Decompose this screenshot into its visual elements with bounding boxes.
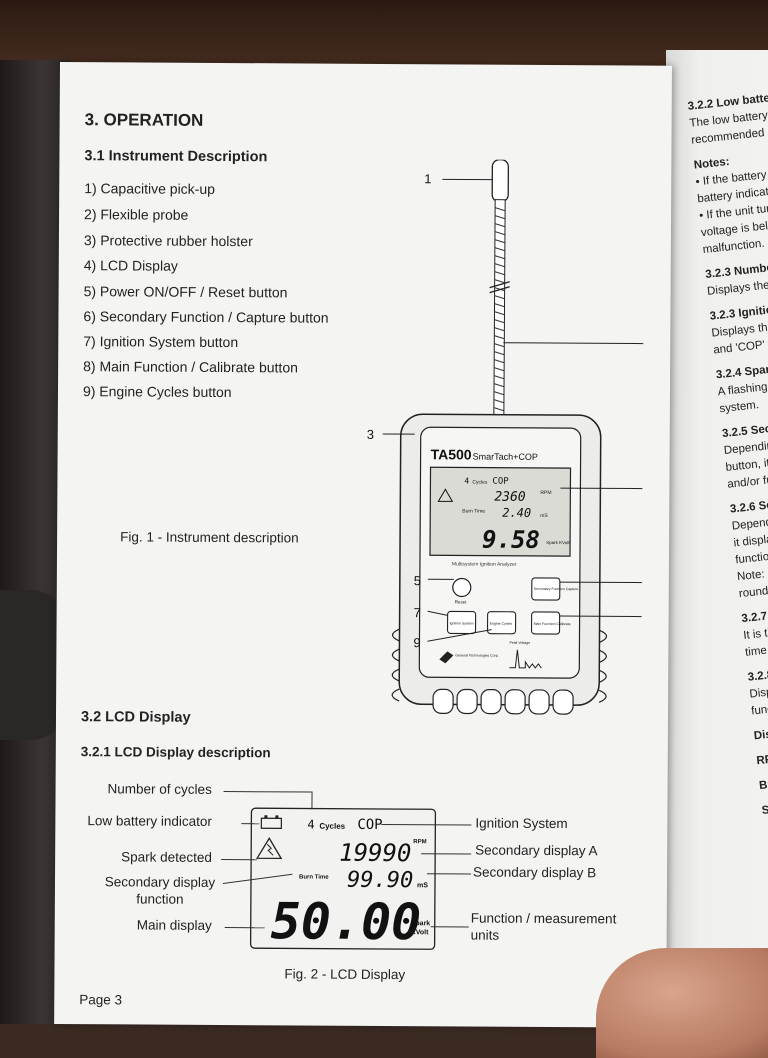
callout-9: 9 <box>413 635 420 650</box>
diagram-b-value: 99.90 <box>347 868 413 893</box>
list-item: 8) Main Function / Calibrate button <box>83 358 298 375</box>
diagram-burn-label: Burn Time <box>299 874 329 880</box>
fig2-caption: Fig. 2 - LCD Display <box>284 966 405 982</box>
callout-3: 3 <box>367 427 374 442</box>
list-item: 4) LCD Display <box>84 257 178 274</box>
list-item: 6) Secondary Function / Capture button <box>83 308 328 325</box>
diagram-b-unit: mS <box>417 882 428 889</box>
secondary-label: Secondary Function Capture <box>534 587 579 591</box>
device-illustration: TA500 SmarTach+COP 4 Cycles COP 2360 RPM… <box>341 159 644 721</box>
analyzer-label: Multisystem Ignition Analyzer <box>452 561 517 567</box>
list-item: 2) Flexible probe <box>84 206 188 223</box>
lcd-rpm-unit: RPM <box>540 490 551 496</box>
thumb <box>596 948 768 1058</box>
lcd-section-subtitle: 3.2.1 LCD Display description <box>81 744 271 760</box>
label-secondary-function: Secondary display function <box>95 873 225 908</box>
list-item: 5) Power ON/OFF / Reset button <box>84 283 288 300</box>
label-function-units: Function / measurement units <box>471 910 621 945</box>
peak-voltage-label: Peak Voltage <box>509 641 530 645</box>
list-item: 9) Engine Cycles button <box>83 383 232 400</box>
reset-button <box>453 578 471 596</box>
capacitive-pickup <box>492 160 508 202</box>
label-number-of-cycles: Number of cycles <box>108 781 212 797</box>
lcd-burn-value: 2.40 <box>502 506 531 520</box>
brand-sub: SmarTach+COP <box>473 452 538 462</box>
callout-1: 1 <box>424 171 431 186</box>
reset-label: Reset <box>455 599 468 604</box>
flexible-probe <box>489 200 510 420</box>
section-subtitle: 3.1 Instrument Description <box>84 148 267 165</box>
lcd-system: COP <box>492 477 509 487</box>
section-title: 3. OPERATION <box>85 110 204 131</box>
diagram-a-value: 19990 <box>339 839 411 867</box>
callout-7: 7 <box>414 605 421 620</box>
ignition-label: Ignition System <box>450 621 474 625</box>
lcd-cycles-label: Cycles <box>472 480 488 486</box>
label-secondary-a: Secondary display A <box>475 843 597 859</box>
lcd-section-title: 3.2 LCD Display <box>81 709 191 726</box>
label-main-display: Main display <box>137 917 212 932</box>
list-item: 7) Ignition System button <box>83 333 238 350</box>
company-name: General Technologies Corp. <box>455 653 498 657</box>
diagram-cycles-label: Cycles <box>319 822 345 831</box>
diagram-main-unit-2: KVolt <box>411 929 429 936</box>
diagram-main-value: 50.00 <box>271 892 422 951</box>
lcd-main-unit: Spark KVolt <box>546 540 570 545</box>
list-item: 3) Protective rubber holster <box>84 232 253 249</box>
pointer-line <box>311 792 312 810</box>
label-spark-detected: Spark detected <box>121 849 212 865</box>
lcd-cycles: 4 <box>464 476 469 485</box>
lcd-diagram: 4 Cycles COP 19990 RPM Burn Time 99.90 m… <box>215 778 476 960</box>
lcd-burn-unit: mS <box>540 513 548 519</box>
diagram-cycles: 4 <box>307 818 314 832</box>
manual-page: 3. OPERATION 3.1 Instrument Description … <box>54 62 672 1028</box>
callout-5: 5 <box>414 573 421 588</box>
label-low-battery: Low battery indicator <box>87 813 212 829</box>
main-function-label: Main Function Calibrate <box>534 622 571 626</box>
label-secondary-b: Secondary display B <box>473 865 596 881</box>
diagram-main-unit-1: Spark <box>411 920 431 927</box>
fig1-caption: Fig. 1 - Instrument description <box>120 529 299 545</box>
engine-label: Engine Cycles <box>490 622 513 626</box>
diagram-a-unit: RPM <box>413 839 426 845</box>
list-item: 1) Capacitive pick-up <box>84 180 215 197</box>
pointer-line <box>431 926 469 927</box>
page-number: Page 3 <box>79 992 122 1007</box>
lcd-rpm-value: 2360 <box>494 490 526 505</box>
pointer-line <box>241 823 259 824</box>
diagram-system: COP <box>357 817 382 833</box>
pointer-line <box>221 859 257 860</box>
lcd-burn-label: Burn Time <box>462 508 485 514</box>
lcd-main-value: 9.58 <box>482 526 540 554</box>
label-ignition-system: Ignition System <box>475 816 567 832</box>
brand: TA500 <box>431 446 472 462</box>
